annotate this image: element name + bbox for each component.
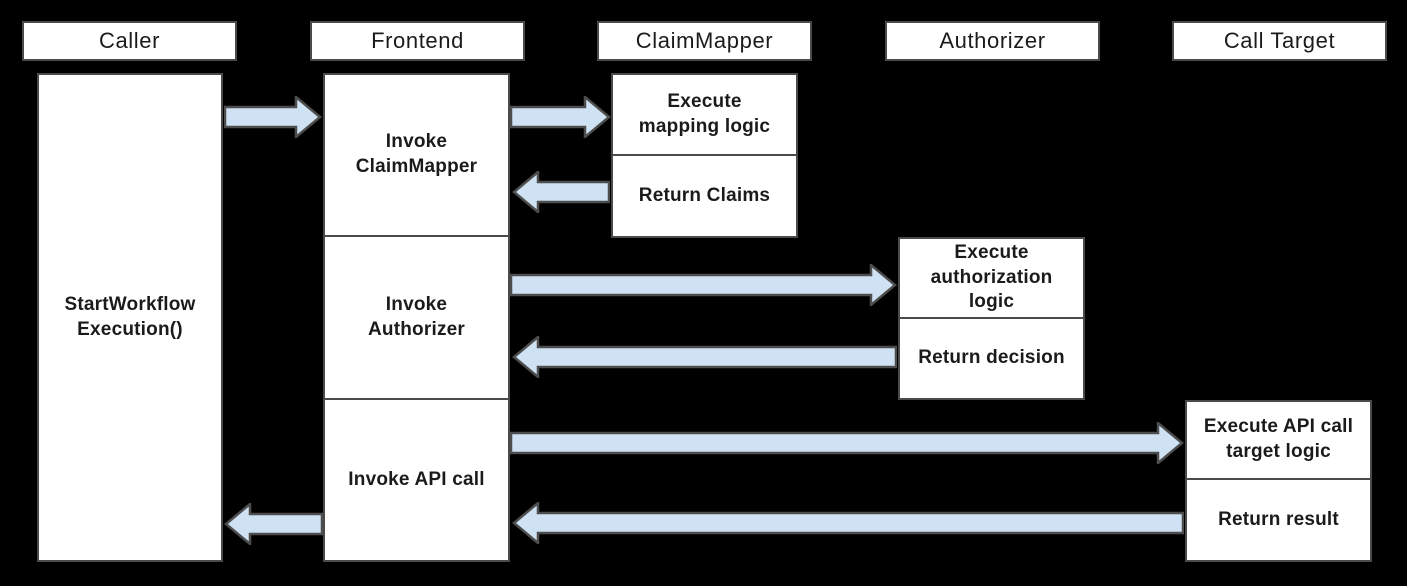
lane-header-claimmapper: ClaimMapper [597, 21, 812, 61]
arrow-frontend-to-caller [224, 503, 323, 545]
arrow-authorizer-to-frontend [512, 336, 897, 378]
box-return-claims: Return Claims [611, 154, 798, 238]
box-execute-mapping-logic: Execute mapping logic [611, 73, 798, 156]
box-execute-authorization-logic: Execute authorization logic [898, 237, 1085, 319]
arrow-frontend-to-authorizer [510, 264, 897, 306]
arrow-caller-to-frontend [224, 96, 322, 138]
box-execute-api-call-target-logic: Execute API call target logic [1185, 400, 1372, 480]
lane-header-caller: Caller [22, 21, 237, 61]
arrow-call-target-to-frontend [512, 502, 1184, 544]
arrow-claimmapper-to-frontend [512, 171, 610, 213]
lane-header-frontend: Frontend [310, 21, 525, 61]
box-invoke-claimmapper: Invoke ClaimMapper [323, 73, 510, 237]
box-return-decision: Return decision [898, 317, 1085, 400]
arrow-frontend-to-call-target [510, 422, 1184, 464]
box-invoke-api-call: Invoke API call [323, 398, 510, 562]
box-return-result: Return result [1185, 478, 1372, 562]
box-startworkflow-execution: StartWorkflow Execution() [37, 73, 223, 562]
lane-header-authorizer: Authorizer [885, 21, 1100, 61]
lane-header-call-target: Call Target [1172, 21, 1387, 61]
arrow-frontend-to-claimmapper [510, 96, 611, 138]
box-invoke-authorizer: Invoke Authorizer [323, 235, 510, 400]
